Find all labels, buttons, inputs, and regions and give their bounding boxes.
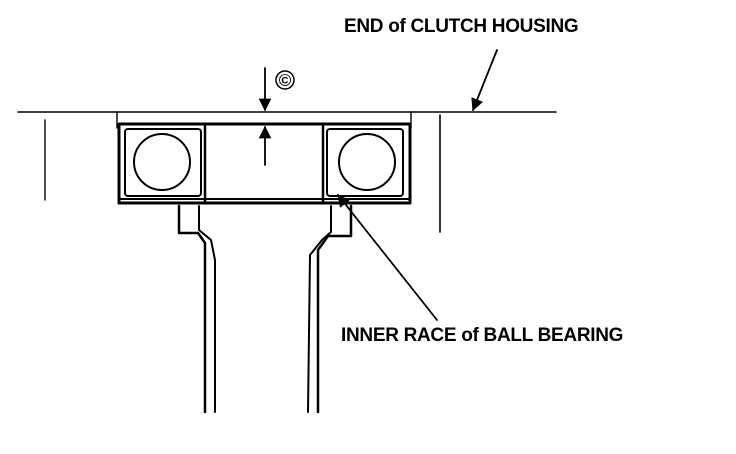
shaft: [177, 204, 353, 414]
dimension-c-marker: ©: [279, 71, 292, 90]
left-ball: [133, 133, 191, 191]
housing-end-leader: [471, 49, 498, 112]
dimension-c-circle: [275, 70, 295, 90]
housing-walls: [44, 111, 441, 233]
inner-race-leader: [337, 194, 438, 321]
inner-race-label: INNER RACE of BALL BEARING: [341, 325, 623, 346]
ball-bearing: [117, 122, 412, 205]
housing-end-label: END of CLUTCH HOUSING: [344, 16, 578, 37]
right-ball: [338, 133, 396, 191]
